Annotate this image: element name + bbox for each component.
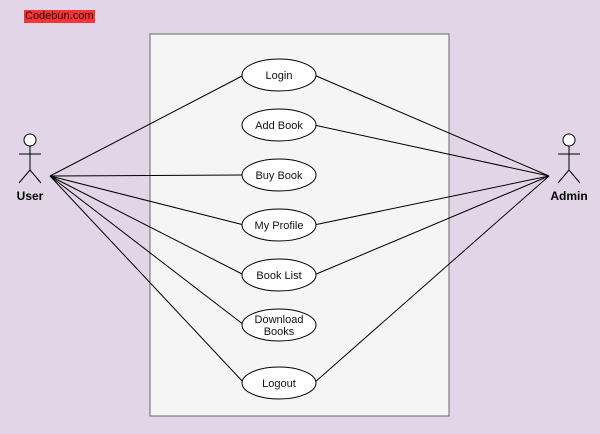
use-case-buy-book: Buy Book bbox=[241, 158, 317, 192]
use-case-add-book-label: Add Book bbox=[255, 120, 303, 132]
association-lines bbox=[49, 74, 550, 384]
use-case-download-books-label: Download bbox=[255, 314, 304, 326]
use-case-book-list-label: Book List bbox=[256, 270, 301, 282]
use-case-buy-book-ellipse bbox=[241, 158, 317, 192]
association-admin-add-book bbox=[313, 124, 550, 177]
user-actor-label: User bbox=[17, 189, 44, 203]
use-case-book-list-ellipse bbox=[241, 258, 317, 292]
watermark-label: Codebun.com bbox=[24, 10, 95, 23]
use-case-download-books-label: Books bbox=[264, 326, 295, 338]
association-admin-login bbox=[313, 74, 550, 177]
user-actor bbox=[18, 133, 42, 184]
use-case-login-ellipse bbox=[241, 58, 317, 92]
association-user-book-list bbox=[49, 175, 245, 276]
use-case-my-profile-label: My Profile bbox=[255, 220, 304, 232]
association-admin-book-list bbox=[313, 175, 550, 276]
use-case-buy-book-label: Buy Book bbox=[255, 170, 303, 182]
use-case-book-list: Book List bbox=[241, 258, 317, 292]
use-case-login-label: Login bbox=[266, 70, 293, 82]
admin-actor-label: Admin bbox=[550, 189, 587, 203]
use-case-logout-label: Logout bbox=[262, 378, 296, 390]
association-admin-my-profile bbox=[313, 175, 550, 226]
use-case-logout-ellipse bbox=[241, 366, 317, 400]
admin-head-icon bbox=[562, 133, 576, 147]
use-case-add-book-ellipse bbox=[241, 108, 317, 142]
use-case-add-book: Add Book bbox=[241, 108, 317, 142]
use-case-login: Login bbox=[241, 58, 317, 92]
association-user-login bbox=[49, 74, 245, 177]
use-case-logout: Logout bbox=[241, 366, 317, 400]
use-case-my-profile: My Profile bbox=[241, 208, 317, 242]
association-admin-logout bbox=[313, 175, 550, 384]
admin-actor bbox=[557, 133, 581, 184]
association-user-logout bbox=[49, 175, 245, 384]
association-user-my-profile bbox=[49, 175, 245, 226]
user-head-icon bbox=[23, 133, 37, 147]
association-user-buy-book bbox=[49, 174, 245, 177]
use-case-my-profile-ellipse bbox=[241, 208, 317, 242]
use-case-download-books-ellipse bbox=[241, 308, 317, 342]
association-user-download-books bbox=[49, 175, 245, 326]
